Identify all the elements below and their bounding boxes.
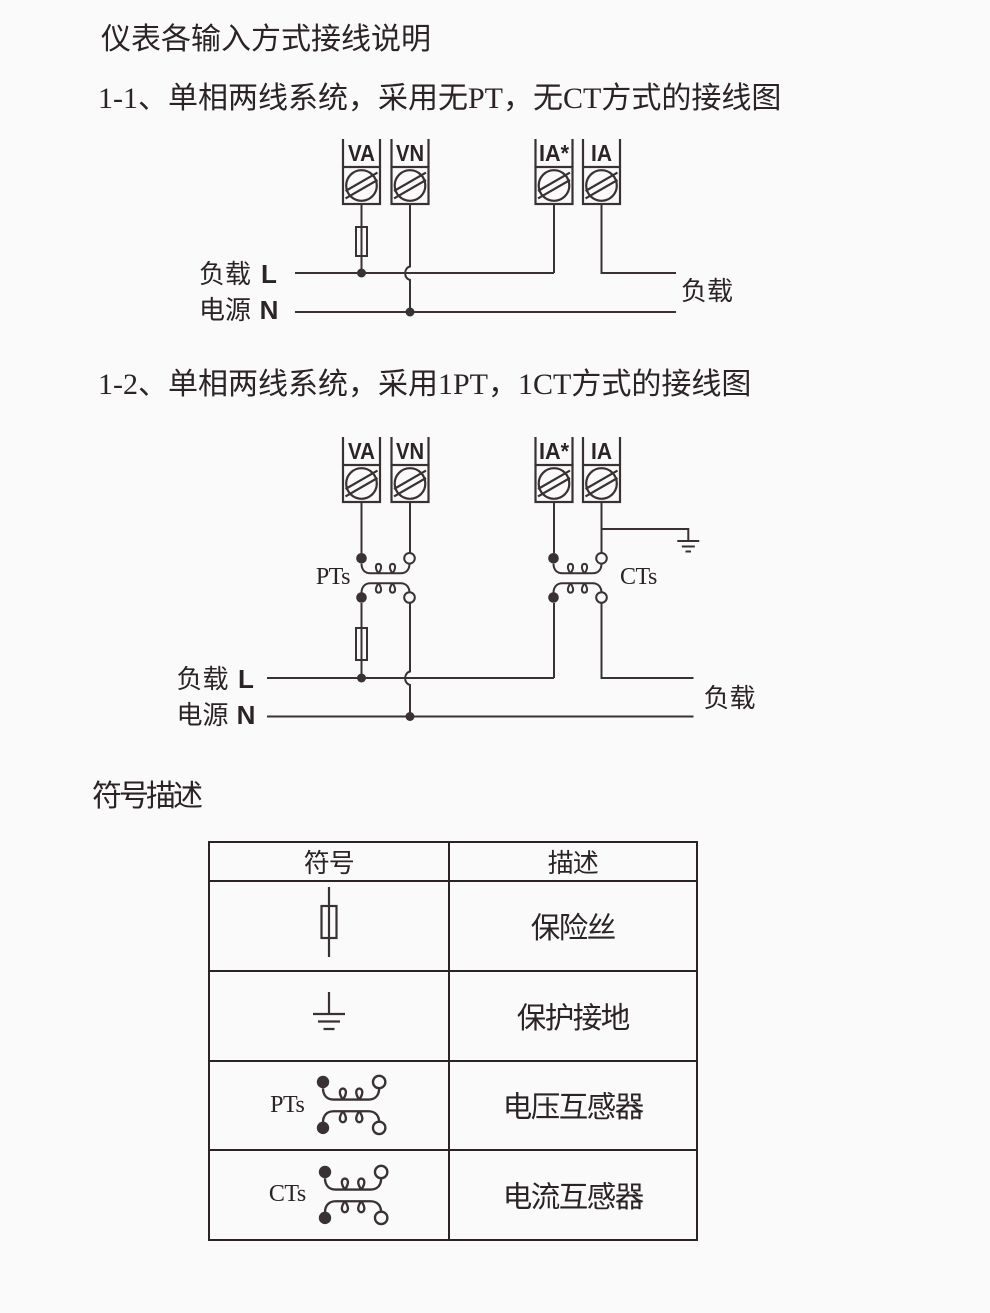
terminal-label-ia-star: IA* xyxy=(539,140,569,166)
row-description: 电压互感器 xyxy=(447,1059,698,1151)
header-description: 描述 xyxy=(447,841,698,882)
terminal-label-va: VA xyxy=(348,140,375,166)
terminal-label-va: VA xyxy=(348,438,375,464)
ct-label: CTs xyxy=(620,564,657,590)
page-title: 仪表各输入方式接线说明 xyxy=(101,23,431,56)
wire-ia xyxy=(600,204,676,274)
load-label-right: 负载 xyxy=(703,684,755,713)
row-description: 保险丝 xyxy=(447,880,698,972)
pt-label: PTs xyxy=(316,564,350,590)
wire-vn-bottom xyxy=(404,603,411,717)
row-description: 电流互感器 xyxy=(447,1148,698,1241)
line-N-label: N xyxy=(260,295,279,325)
ground-icon xyxy=(312,991,345,1030)
wiring-diagram-2: VA VN IA* IA PTs CTs 负载 L 电源 N 负载 xyxy=(176,435,756,730)
source-label: 电源 xyxy=(199,296,251,325)
load-label-left: 负载 xyxy=(199,260,251,289)
ct-transformer-icon xyxy=(547,552,608,604)
section-1-1-heading: 1-1、单相两线系统，采用无PT，无CT方式的接线图 xyxy=(98,82,782,115)
wire-ia-bottom xyxy=(600,603,694,679)
terminal-label-vn: VN xyxy=(396,140,424,166)
fuse-icon xyxy=(355,226,368,257)
terminal-label-ia: IA xyxy=(591,140,612,166)
section-1-2-heading: 1-2、单相两线系统，采用1PT，1CT方式的接线图 xyxy=(98,368,752,401)
pt-label: PTs xyxy=(270,1091,305,1118)
symbols-heading: 符号描述 xyxy=(92,780,203,813)
junction-dot xyxy=(405,307,415,317)
line-N-label: N xyxy=(237,700,256,730)
pt-transformer-icon xyxy=(355,552,416,604)
load-label-left: 负载 xyxy=(176,665,228,694)
symbols-table: 符号 描述 保险丝 保护接地 PTs xyxy=(208,841,698,1241)
terminal-label-vn: VN xyxy=(396,438,424,464)
table-header-row: 符号 描述 xyxy=(208,841,698,882)
terminal-label-ia-star: IA* xyxy=(539,438,569,464)
table-row: PTs 电压互感器 xyxy=(208,1059,698,1151)
junction-dot xyxy=(357,268,366,278)
fuse-icon xyxy=(320,886,338,957)
terminal-label-ia: IA xyxy=(591,438,612,464)
source-label: 电源 xyxy=(176,701,228,730)
ct-label: CTs xyxy=(268,1181,306,1207)
table-row: 保护接地 xyxy=(208,969,698,1062)
junction-dot xyxy=(405,712,415,721)
ground-icon xyxy=(677,540,700,553)
wiring-diagram-1: VA VN IA* IA 负载 L 电源 N 负载 xyxy=(199,137,733,325)
table-row: CTs 电流互感器 xyxy=(208,1148,698,1241)
row-description: 保护接地 xyxy=(447,969,698,1062)
junction-dot xyxy=(357,673,366,683)
table-row: 保险丝 xyxy=(208,880,698,972)
ground-branch xyxy=(601,528,690,541)
load-label-right: 负载 xyxy=(681,277,733,306)
pt-transformer-icon xyxy=(315,1074,387,1136)
fuse-icon xyxy=(355,627,368,661)
wire-vn xyxy=(404,204,411,312)
line-L-label: L xyxy=(238,664,254,694)
line-L-label: L xyxy=(261,259,277,289)
ct-transformer-icon xyxy=(317,1164,389,1225)
header-symbol: 符号 xyxy=(208,841,450,882)
